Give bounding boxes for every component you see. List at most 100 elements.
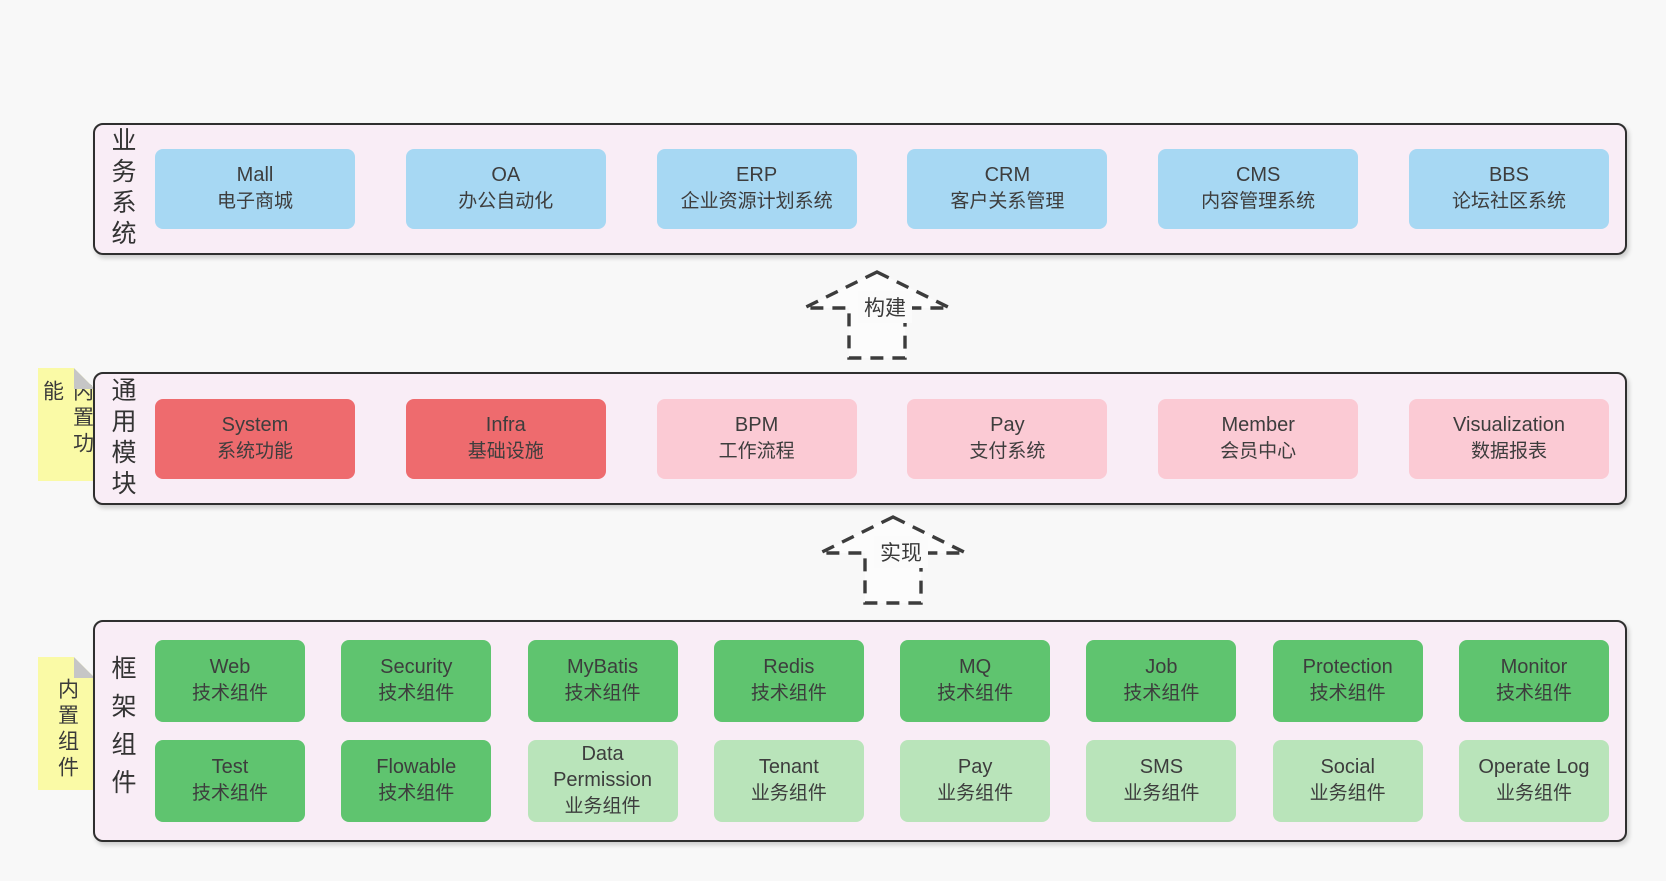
sticky-note-framework-components: 内置组件 [38, 657, 95, 790]
module-name: ERP [736, 164, 778, 187]
arrow-label-plate [874, 536, 928, 568]
box-protection: Protection 技术组件 [1272, 640, 1423, 722]
module-name: BBS [1488, 164, 1529, 187]
module-name: Visualization [1453, 413, 1565, 436]
box-mybatis: MyBatis 技术组件 [527, 640, 678, 722]
module-name: CRM [984, 164, 1031, 187]
module-name: Infra [485, 413, 526, 436]
box-tenant: Tenant 业务组件 [713, 740, 864, 822]
module-desc: 工作流程 [718, 440, 795, 462]
module-desc: 技术组件 [1495, 683, 1572, 705]
module-desc: 业务组件 [937, 783, 1014, 805]
folded-corner-icon [74, 368, 95, 389]
box-social: Social 业务组件 [1272, 740, 1423, 822]
arrow-label-plate [858, 291, 912, 323]
module-desc: 业务组件 [1309, 783, 1386, 805]
module-desc: 系统功能 [216, 440, 293, 462]
module-name: Monitor [1500, 656, 1568, 679]
module-desc: 技术组件 [378, 683, 455, 705]
module-desc: 基础设施 [467, 440, 544, 462]
module-desc: 客户关系管理 [950, 191, 1065, 213]
box-web: Web 技术组件 [155, 640, 305, 722]
module-name: System [221, 413, 289, 436]
module-name: Flowable [376, 756, 457, 779]
module-name: Web [209, 656, 251, 679]
note-text: 内置组件 [55, 677, 79, 782]
box-mall: Mall 电子商城 [155, 149, 355, 229]
module-desc: 企业资源计划系统 [680, 191, 833, 213]
box-mq: MQ 技术组件 [900, 640, 1051, 722]
implement-arrow-icon: 实现 [819, 515, 967, 605]
module-name: MyBatis [567, 656, 639, 679]
module-desc: 技术组件 [937, 683, 1014, 705]
arrow-label: 构建 [864, 297, 906, 320]
module-desc: 业务组件 [750, 783, 827, 805]
module-name: CMS [1235, 164, 1281, 187]
module-name: SMS [1139, 756, 1184, 779]
module-desc: 技术组件 [1309, 683, 1386, 705]
module-name: Protection [1302, 656, 1393, 679]
module-desc: 业务组件 [1495, 783, 1572, 805]
band-label-framework-components: 框架组件 [108, 655, 136, 807]
module-name: Redis [763, 656, 815, 679]
module-name: OA [491, 164, 521, 187]
module-desc: 技术组件 [191, 683, 268, 705]
band-common-modules: 通用模块 System 系统功能 Infra 基础设施 BPM 工作流程 Pay 支付系统 Mem… [93, 372, 1627, 505]
box-monitor: Monitor 技术组件 [1458, 640, 1609, 722]
build-arrow-icon: 构建 [803, 270, 951, 360]
module-name: Social [1320, 756, 1375, 779]
box-crm: CRM 客户关系管理 [907, 149, 1108, 229]
box-bbs: BBS 论坛社区系统 [1408, 149, 1609, 229]
box-security: Security 技术组件 [341, 640, 492, 722]
band-rows: Mall 电子商城 OA 办公自动化 ERP 企业资源计划系统 CRM 客户关系管理 CMS 内容… [149, 125, 1625, 253]
module-desc: 论坛社区系统 [1451, 191, 1566, 213]
module-row: Mall 电子商城 OA 办公自动化 ERP 企业资源计划系统 CRM 客户关系管理 CMS 内容… [155, 149, 1609, 229]
band-label-business-systems: 业务系统 [108, 127, 136, 251]
note-text: 内置功能 [40, 380, 94, 458]
module-name: Pay [957, 756, 993, 779]
module-name: Pay [990, 413, 1025, 436]
module-name: Tenant [758, 756, 819, 779]
module-name: MQ [959, 656, 992, 679]
box-bpm: BPM 工作流程 [656, 398, 857, 479]
band-label-common-modules: 通用模块 [108, 376, 136, 501]
module-desc: 办公自动化 [458, 191, 554, 213]
module-name: Member [1221, 413, 1295, 436]
module-desc: 内容管理系统 [1201, 191, 1316, 213]
module-desc: 业务组件 [564, 796, 641, 818]
module-name: Job [1145, 656, 1178, 679]
module-desc: 数据报表 [1470, 440, 1547, 462]
module-desc: 技术组件 [564, 683, 641, 705]
box-member: Member 会员中心 [1158, 398, 1359, 479]
module-name: BPM [734, 413, 779, 436]
module-desc: 电子商城 [216, 191, 293, 213]
box-erp: ERP 企业资源计划系统 [656, 149, 857, 229]
module-desc: 会员中心 [1220, 440, 1297, 462]
arrow-label: 实现 [880, 542, 922, 565]
module-name: Test [211, 756, 249, 779]
box-visualization: Visualization 数据报表 [1408, 398, 1609, 479]
module-name: Security [380, 656, 453, 679]
module-name: Data Permission [553, 743, 653, 792]
sticky-note-common-modules: 内置功能 [38, 368, 95, 481]
module-desc: 业务组件 [1123, 783, 1200, 805]
box-pay: Pay 业务组件 [900, 740, 1051, 822]
module-desc: 支付系统 [969, 440, 1046, 462]
box-cms: CMS 内容管理系统 [1158, 149, 1359, 229]
box-oa: OA 办公自动化 [405, 149, 606, 229]
box-pay: Pay 支付系统 [907, 398, 1108, 479]
folded-corner-icon [74, 657, 95, 678]
box-sms: SMS 业务组件 [1086, 740, 1237, 822]
module-name: Mall [236, 164, 274, 187]
